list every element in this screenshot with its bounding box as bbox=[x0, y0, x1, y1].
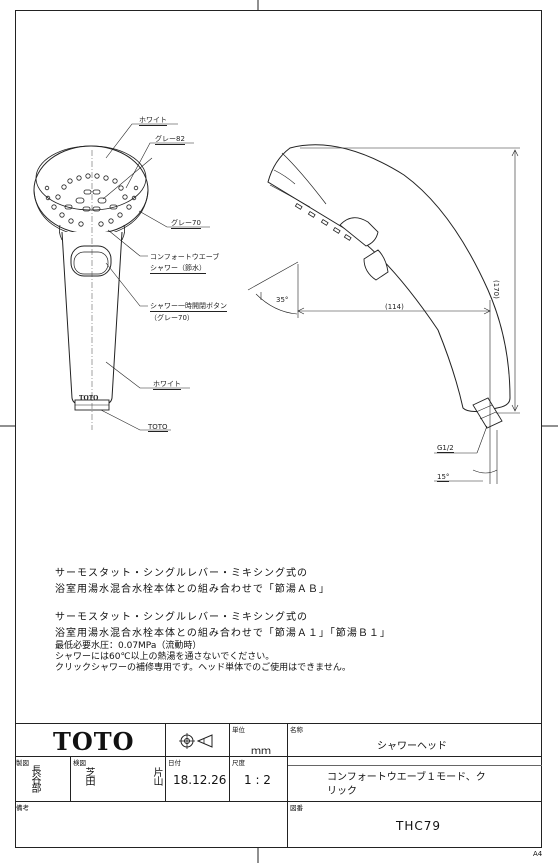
front-view-drawing bbox=[33, 123, 210, 431]
scale-value: 1 : 2 bbox=[244, 773, 271, 787]
unit-value: ｍｍ bbox=[251, 746, 271, 757]
checked-title: 検図 bbox=[73, 759, 86, 767]
label-comfort-wave-1: コンフォートウエーブ bbox=[150, 253, 220, 261]
note-hot-water: シャワーには60℃以上の熱湯を通さないでください。 bbox=[55, 652, 275, 662]
drawing-border bbox=[15, 10, 542, 848]
drawing-number-title: 図番 bbox=[290, 804, 303, 812]
label-stop-button-1: シャワー一時開閉ボタン bbox=[150, 302, 227, 312]
product-name: シャワーヘッド bbox=[377, 741, 447, 752]
stop-button-shape bbox=[70, 245, 112, 277]
dim-angle-15: 15° bbox=[437, 473, 450, 482]
label-white-bottom: ホワイト bbox=[153, 380, 181, 390]
drawn-by: 長谷部 bbox=[29, 765, 40, 792]
side-view-drawing bbox=[247, 144, 520, 484]
note-2-line-1: サーモスタット・シングルレバー・ミキシング式の bbox=[55, 612, 308, 623]
note-1-line-1: サーモスタット・シングルレバー・ミキシング式の bbox=[55, 568, 308, 579]
third-angle-projection-icon bbox=[179, 733, 213, 749]
sub-name-line-2: リック bbox=[327, 786, 357, 797]
date-value: 18.12.26 bbox=[173, 773, 227, 787]
remarks-title: 備考 bbox=[16, 804, 29, 812]
dim-length-114: (114) bbox=[385, 303, 404, 311]
sub-name-line-1: コンフォートウエーブ１モード、ク bbox=[327, 772, 486, 783]
date-title: 日付 bbox=[168, 759, 181, 767]
title-block: TOTO 単位 ｍｍ 名称 シャワーヘッド 製図 長谷部 検図 芝田 片山 日付… bbox=[15, 723, 542, 848]
checked-by-1: 芝田 bbox=[83, 767, 94, 785]
note-1-line-2: 浴室用湯水混合水栓本体との組み合わせで「節湯ＡＢ」 bbox=[55, 584, 330, 595]
caution-notes: 最低必要水圧：0.07MPa（流動時） シャワーには60℃以上の熱湯を通さないで… bbox=[55, 641, 351, 674]
note-2-line-2: 浴室用湯水混合水栓本体との組み合わせで「節湯Ａ１」「節湯Ｂ１」 bbox=[55, 628, 391, 639]
note-min-pressure: 最低必要水圧：0.07MPa（流動時） bbox=[55, 641, 202, 651]
checked-by-2: 片山 bbox=[151, 767, 162, 785]
scale-title: 尺度 bbox=[232, 759, 245, 767]
label-gray70: グレー70 bbox=[171, 219, 201, 229]
label-gray82: グレー82 bbox=[155, 135, 185, 145]
note-repair-only: クリックシャワーの補修専用です。ヘッド単体でのご使用はできません。 bbox=[55, 663, 351, 673]
label-white-top: ホワイト bbox=[139, 116, 167, 126]
label-stop-button-2: （グレー70） bbox=[150, 314, 194, 322]
sheet-size: A4 bbox=[533, 850, 543, 858]
dim-length-170: (170) bbox=[492, 280, 500, 299]
dim-angle-35: 35° bbox=[276, 296, 289, 304]
side-button bbox=[339, 217, 379, 247]
dim-thread: G1/2 bbox=[437, 444, 454, 453]
handle-logo: TOTO bbox=[79, 395, 99, 402]
label-comfort-wave-2: シャワー（節水） bbox=[150, 264, 206, 274]
drawn-title: 製図 bbox=[16, 759, 29, 767]
toto-logo: TOTO bbox=[53, 727, 135, 756]
drawing-number: THC79 bbox=[396, 819, 442, 833]
label-toto-mark: TOTO bbox=[148, 423, 168, 432]
name-title: 名称 bbox=[290, 726, 303, 734]
unit-title: 単位 bbox=[232, 726, 245, 734]
product-notes: サーモスタット・シングルレバー・ミキシング式の 浴室用湯水混合水栓本体との組み合… bbox=[55, 568, 391, 644]
side-head-outline bbox=[267, 144, 511, 412]
